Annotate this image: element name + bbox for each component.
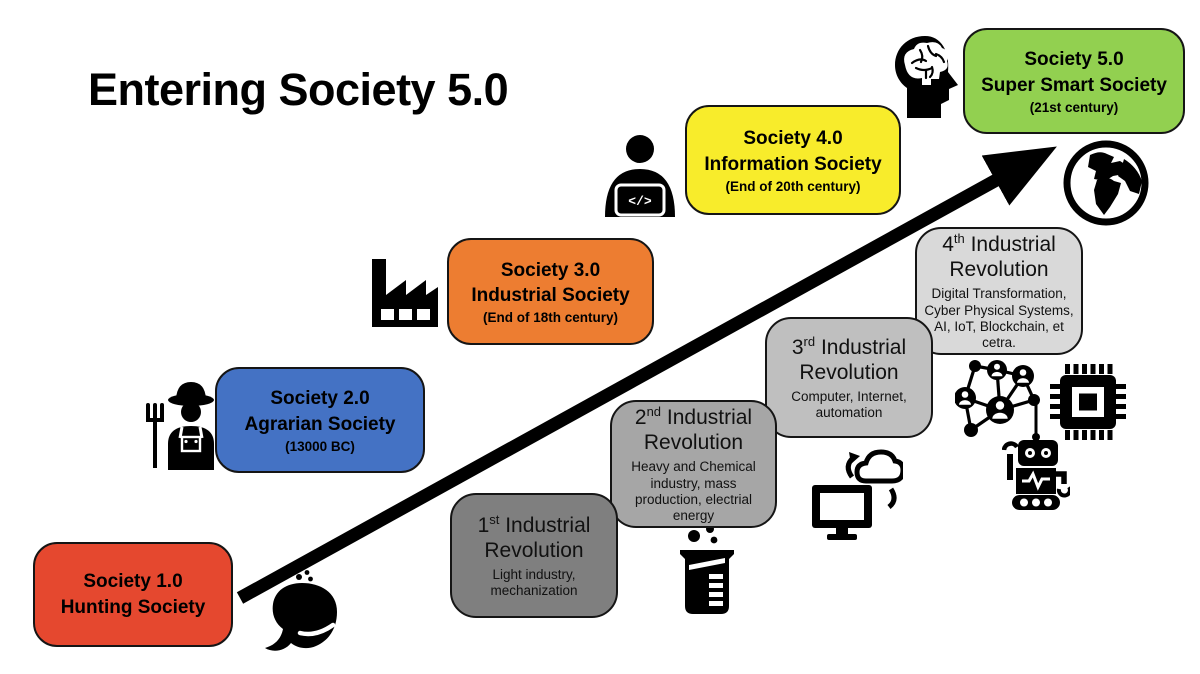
revolution-3-box: 3rd Industrial Revolution Computer, Inte…: [765, 317, 933, 438]
globe-icon: [1063, 140, 1149, 226]
society-5-era: (21st century): [1029, 99, 1119, 115]
revolution-4-heading: 4th Industrial Revolution: [942, 230, 1056, 282]
society-3-name: Society 3.0: [500, 259, 601, 281]
society-2-era: (13000 BC): [285, 438, 355, 454]
farmer-icon: [146, 382, 214, 470]
robot-icon: [1002, 398, 1070, 510]
society-1-label: Hunting Society: [60, 596, 206, 618]
society-3-label: Industrial Society: [471, 285, 630, 306]
society-5-name: Society 5.0: [1024, 49, 1124, 71]
revolution-3-heading: 3rd Industrial Revolution: [791, 333, 907, 384]
revolution-1-box: 1st Industrial Revolution Light industry…: [450, 493, 618, 618]
society-5-label: Super Smart Society: [981, 74, 1167, 96]
revolution-2-heading: 2nd Industrial Revolution: [634, 403, 753, 455]
society-1-name: Society 1.0: [83, 571, 183, 593]
revolution-4-box: 4th Industrial Revolution Digital Transf…: [915, 227, 1083, 355]
cpu-chip-icon: [1050, 364, 1126, 440]
revolution-2-description: Heavy and Chemical industry, mass produc…: [631, 459, 756, 523]
society-4-name: Society 4.0: [743, 128, 843, 150]
society-2-label: Agrarian Society: [244, 413, 396, 435]
cloud-computing-icon: [812, 449, 903, 540]
society-3-era: (End of 18th century): [482, 310, 618, 326]
revolution-3-description: Computer, Internet, automation: [791, 389, 907, 421]
beaker-icon: [680, 525, 734, 614]
society-4-label: Information Society: [704, 153, 882, 175]
revolution-2-box: 2nd Industrial Revolution Heavy and Chem…: [610, 400, 777, 528]
society-4-box: Society 4.0 Information Society (End of …: [685, 105, 901, 215]
coder-icon: </>: [605, 135, 675, 217]
society-2-box: Society 2.0 Agrarian Society (13000 BC): [215, 367, 425, 473]
society-1-box: Society 1.0 Hunting Society: [33, 542, 233, 647]
revolution-1-heading: 1st Industrial Revolution: [477, 511, 591, 562]
whale-icon: [265, 570, 337, 651]
revolution-4-description: Digital Transformation, Cyber Physical S…: [924, 286, 1074, 350]
page-title: Entering Society 5.0: [88, 64, 509, 115]
revolution-1-description: Light industry, mechanization: [490, 567, 578, 599]
factory-icon: [372, 259, 438, 327]
society-2-name: Society 2.0: [270, 388, 370, 410]
brain-head-icon: [895, 36, 958, 118]
code-glyph: </>: [628, 194, 652, 209]
society-3-box: Society 3.0 Industrial Society (End of 1…: [447, 238, 654, 345]
society-5-box: Society 5.0 Super Smart Society (21st ce…: [963, 28, 1185, 134]
society-4-era: (End of 20th century): [725, 178, 861, 194]
